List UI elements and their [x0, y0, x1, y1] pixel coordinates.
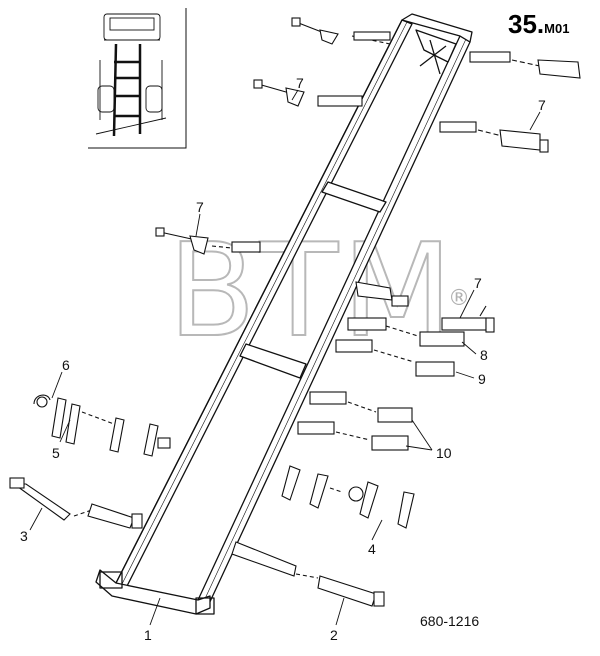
- part-3-support: [9, 477, 143, 529]
- callouts: 1 2 3 4 5 6 7 7 7 7 8 9 10: [20, 75, 546, 643]
- part-5-hanger-row: [51, 397, 171, 457]
- part-8-pad: [347, 317, 465, 347]
- leader-9: [455, 371, 475, 379]
- front-brackets: [155, 17, 581, 333]
- rear-left-brackets: [9, 394, 171, 529]
- chassis-frame: [95, 13, 473, 615]
- exploded-side-parts: [297, 317, 465, 451]
- part-9-pad: [335, 339, 455, 377]
- bracket-upper-right: [469, 51, 581, 79]
- cross-member-2: [321, 181, 387, 213]
- bracket-lower-right: [355, 281, 495, 333]
- leader-2: [335, 597, 345, 626]
- callout-4: 4: [368, 541, 376, 557]
- leader-8: [461, 341, 477, 355]
- part-10-spacers: [297, 391, 413, 451]
- callout-9: 9: [478, 371, 486, 387]
- page-reference: 35.M01: [508, 9, 569, 39]
- bracket-lower-left: [155, 227, 261, 255]
- part-2-support: [231, 541, 385, 607]
- inset-truck-outline: [95, 13, 167, 135]
- bracket-mid-right: [439, 121, 549, 153]
- locator-inset: [88, 8, 187, 149]
- inset-frame: [88, 8, 187, 149]
- leader-7d: [459, 289, 475, 319]
- callout-1: 1: [144, 627, 152, 643]
- rear-right-brackets: [231, 465, 415, 607]
- bracket-upper-left: [291, 17, 391, 45]
- leader-10a: [411, 419, 433, 451]
- cross-member-3: [239, 343, 307, 379]
- callout-3: 3: [20, 528, 28, 544]
- callout-7-upper-right: 7: [538, 97, 546, 113]
- page-reference-number: 35.: [508, 9, 544, 39]
- leader-3: [29, 507, 43, 531]
- part-6-clip: [33, 394, 51, 408]
- callout-6: 6: [62, 357, 70, 373]
- inset-frame-highlight: [112, 43, 142, 137]
- rear-corner-left: [99, 571, 123, 589]
- leader-7c: [195, 213, 201, 237]
- watermark: BTM ®: [167, 216, 470, 367]
- rear-corner-right: [195, 597, 215, 615]
- callout-7-lower-left: 7: [196, 199, 204, 215]
- leader-4: [371, 519, 383, 541]
- watermark-text: BTM: [168, 217, 456, 366]
- callout-2: 2: [330, 627, 338, 643]
- page-reference-suffix: M01: [544, 21, 569, 36]
- part-4-hangers: [281, 465, 415, 529]
- leader-7b: [529, 111, 541, 131]
- leader-6: [51, 371, 63, 399]
- callout-7-upper-left: 7: [296, 75, 304, 91]
- front-cross-member: [401, 13, 473, 75]
- bracket-mid-left: [253, 79, 363, 107]
- leader-1: [149, 597, 161, 626]
- leader-7a: [291, 89, 299, 101]
- callout-7-lower-right: 7: [474, 275, 482, 291]
- figure-number: 680-1216: [420, 613, 479, 629]
- leader-5: [59, 419, 71, 443]
- leader-lines: [29, 89, 541, 626]
- callout-5: 5: [52, 445, 60, 461]
- watermark-registered-mark: ®: [448, 286, 470, 311]
- callout-8: 8: [480, 347, 488, 363]
- leader-10b: [405, 445, 433, 451]
- rear-cross-member: [95, 569, 215, 615]
- callout-10: 10: [436, 445, 452, 461]
